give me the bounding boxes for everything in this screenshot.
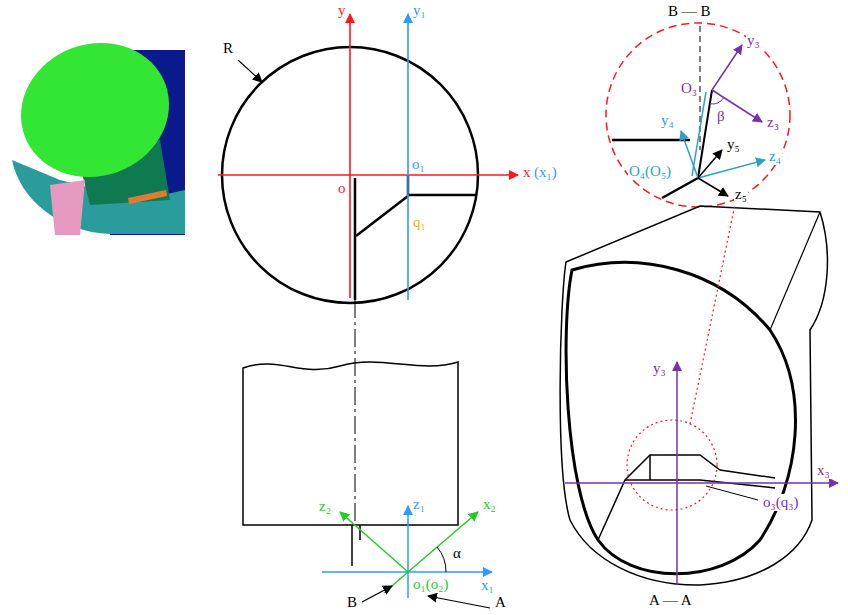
axis-label: y₄ <box>660 112 675 129</box>
axis-line <box>340 512 408 572</box>
axis-label: y <box>337 2 347 19</box>
detail-circle <box>606 23 790 207</box>
top-view <box>218 14 518 525</box>
edge-line <box>770 212 820 330</box>
angle-arc <box>710 98 724 104</box>
render-face <box>50 180 85 235</box>
axis-label: o <box>337 180 347 197</box>
axis-label: z₃ <box>766 114 780 131</box>
axis-label: B <box>346 594 358 611</box>
axis-label: x₁ <box>480 577 495 594</box>
edge-line <box>351 525 353 566</box>
axis-line <box>407 14 409 300</box>
axis-label: q₁ <box>412 214 427 231</box>
edge-line <box>354 178 357 300</box>
axis-label: z₁ <box>412 496 426 513</box>
detail-view <box>606 23 790 207</box>
angle-arc <box>437 547 446 572</box>
axis-line <box>698 160 765 178</box>
axis-label: α <box>452 545 462 562</box>
axis-line <box>408 512 478 572</box>
axis-label: y₃ <box>746 32 761 49</box>
axis-line <box>712 45 742 90</box>
center-line <box>355 300 356 525</box>
edge-line <box>700 480 775 488</box>
axis-label: z₂ <box>318 498 332 515</box>
axis-label: o₃(q₃) <box>762 494 799 511</box>
tool-body <box>243 362 458 525</box>
axis-line <box>698 178 728 196</box>
tool-render <box>2 22 188 235</box>
axis-line <box>681 131 698 178</box>
axis-label: O₄(O₅) <box>628 163 672 180</box>
axis-label: z₅ <box>734 186 748 203</box>
detail-marker <box>627 420 717 510</box>
section-arrow <box>362 586 392 602</box>
axis-label: B — B <box>667 3 712 20</box>
axis-line <box>698 150 722 178</box>
edge-line <box>612 139 690 142</box>
axis-label: y₅ <box>726 136 741 153</box>
edge-line <box>649 455 651 480</box>
axis-label: z₄ <box>768 148 782 165</box>
axis-label: A <box>494 594 507 611</box>
edge-line <box>408 194 476 197</box>
section-arrow <box>428 596 490 608</box>
axis-line <box>407 506 409 598</box>
axis-label: (x₁) <box>533 164 558 181</box>
leader-line <box>238 60 262 82</box>
axis-label: R <box>222 40 234 57</box>
edge-line <box>356 196 408 236</box>
render-face <box>128 190 167 204</box>
detail-leader <box>690 204 735 424</box>
section-view <box>560 204 838 585</box>
axis-label: y₃ <box>652 360 667 377</box>
axis-label: y₁ <box>412 2 427 19</box>
tool-body <box>560 206 827 585</box>
axis-line <box>218 174 518 176</box>
axis-label: x₂ <box>482 496 497 513</box>
axis-line <box>384 572 408 593</box>
render-face <box>2 22 188 197</box>
axis-label: o₁ <box>411 156 426 173</box>
side-view <box>243 362 492 608</box>
axis-line <box>349 14 351 298</box>
axis-line <box>676 362 678 585</box>
axis-label: x <box>522 164 532 181</box>
edge-line <box>692 92 706 176</box>
leader-line <box>706 486 758 500</box>
axis-label: x₃ <box>816 462 831 479</box>
edge-line <box>598 455 775 540</box>
axis-label: A — A <box>648 592 693 609</box>
axis-label: o₁(o₂) <box>412 576 449 593</box>
edge-line <box>359 525 361 540</box>
edge-line <box>662 178 698 198</box>
axis-label: β <box>716 108 726 125</box>
end-face <box>566 263 795 574</box>
axis-line <box>565 482 838 484</box>
edge-line <box>625 479 700 481</box>
axis-label: O₃ <box>680 80 698 97</box>
